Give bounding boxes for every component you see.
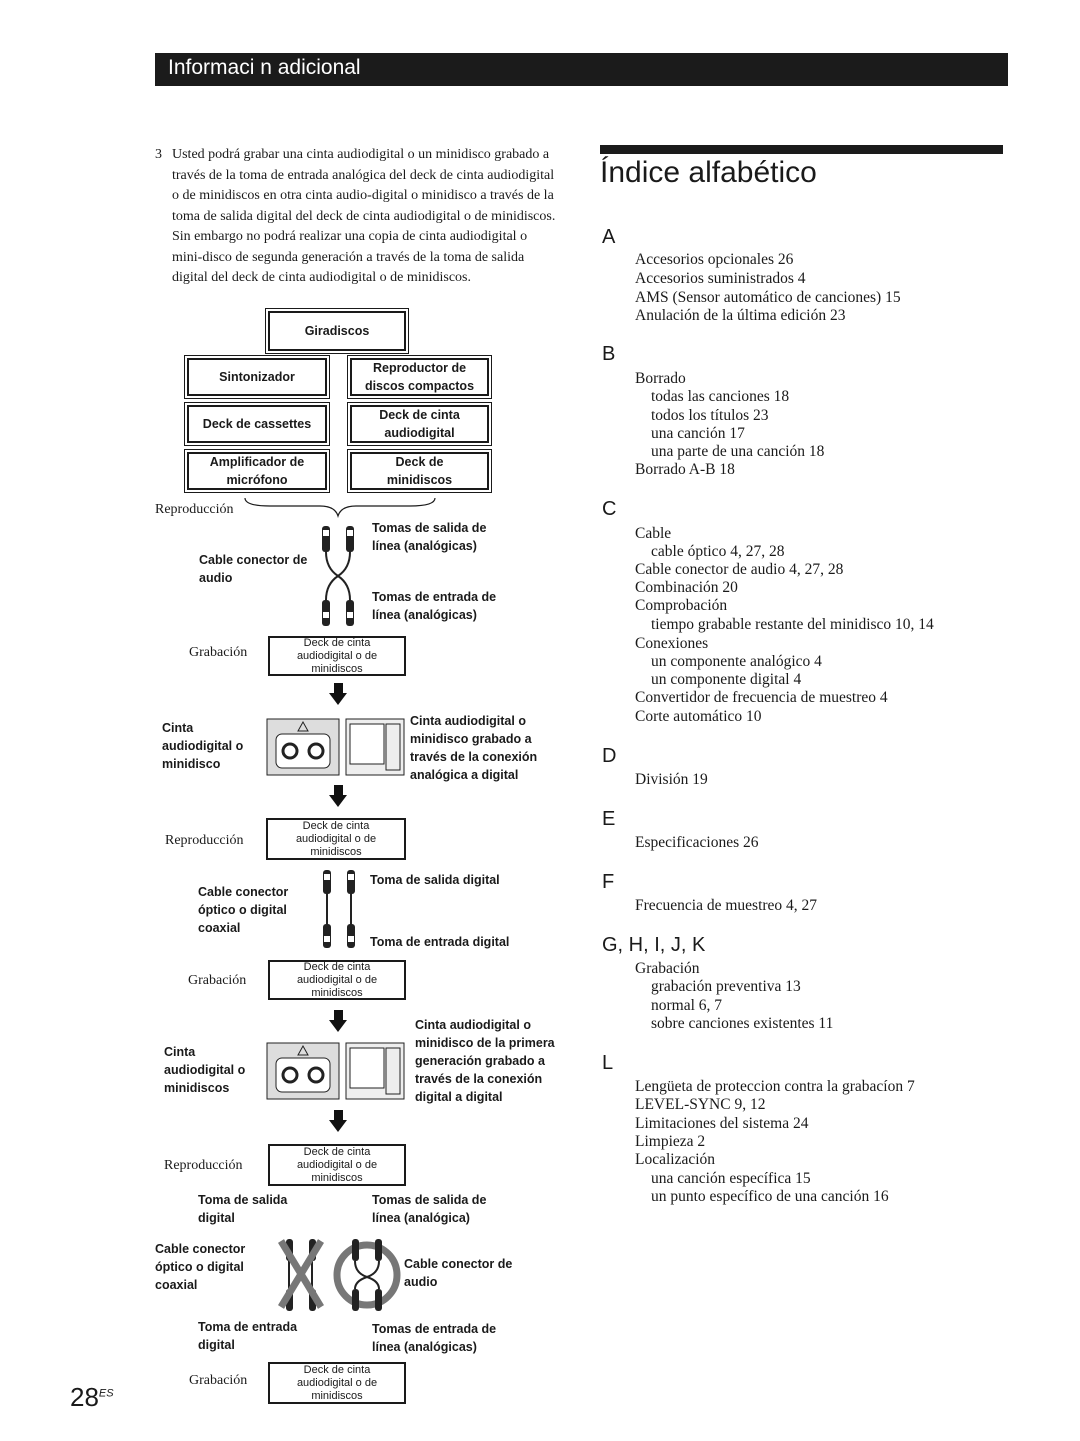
tomas-salida-label: Tomas de salida de línea (analógicas) bbox=[372, 521, 487, 553]
deck-md-box: Deck de cinta audiodigital o de minidisc… bbox=[268, 1362, 406, 1404]
index-entry: Comprobación bbox=[635, 597, 728, 614]
index-subentry: sobre canciones existentes 11 bbox=[651, 1015, 834, 1032]
index-letter: B bbox=[602, 343, 616, 365]
cassette-minidisc-icon bbox=[266, 718, 405, 776]
index-entry: Localización bbox=[635, 1151, 716, 1168]
index-subentry: tiempo grabable restante del minidisco 1… bbox=[651, 616, 934, 633]
bracket-icon bbox=[244, 497, 436, 518]
index-entry: LEVEL-SYNC 9, 12 bbox=[635, 1096, 766, 1113]
deck-cinta-audiodigital-box: Deck de cinta audiodigital bbox=[347, 402, 492, 446]
cinta-grabado-analogica-label: Cinta audiodigital o minidisco grabado a… bbox=[410, 714, 538, 782]
index-subentry: grabación preventiva 13 bbox=[651, 978, 801, 995]
section-title: Informaci n adicional bbox=[168, 56, 361, 79]
index-entry: Limitaciones del sistema 24 bbox=[635, 1115, 809, 1132]
tomas-salida-linea-label: Tomas de salida de línea (analógica) bbox=[372, 1193, 487, 1225]
cable-audio-label: Cable conector de audio bbox=[404, 1257, 513, 1289]
tomas-entrada-linea-label: Tomas de entrada de línea (analógicas) bbox=[372, 1322, 497, 1354]
index-entry: Corte automático 10 bbox=[635, 708, 762, 725]
reproductor-cd-box: Reproductor de discos compactos bbox=[347, 355, 492, 399]
index-title: Índice alfabético bbox=[600, 156, 817, 189]
toma-entrada-digital-label: Toma de entrada digital bbox=[370, 935, 510, 949]
deck-minidiscos-box: Deck de minidiscos bbox=[347, 449, 492, 493]
index-entry: Cable conector de audio 4, 27, 28 bbox=[635, 561, 844, 578]
index-entry: Lengüeta de proteccion contra la grabací… bbox=[635, 1078, 915, 1095]
grabacion-label: Grabación bbox=[189, 645, 248, 660]
cinta-o-minidisco-label: Cinta audiodigital o minidisco bbox=[162, 721, 244, 771]
cable-optico-label: Cable conector óptico o digital coaxial bbox=[155, 1242, 246, 1292]
note-number: 3 bbox=[155, 147, 162, 162]
index-entry: Accesorios suministrados 4 bbox=[635, 270, 806, 287]
page-suffix: ES bbox=[98, 1387, 114, 1400]
index-subentry: todas las canciones 18 bbox=[651, 388, 790, 405]
deck-md-box: Deck de cinta audiodigital o de minidisc… bbox=[268, 960, 406, 1000]
cable-audio-label: Cable conector de audio bbox=[199, 553, 308, 585]
index-letter: F bbox=[602, 871, 615, 893]
index-subentry: un componente analógico 4 bbox=[651, 653, 822, 670]
index-letter: C bbox=[602, 498, 617, 520]
index-entry: Borrado A-B 18 bbox=[635, 461, 735, 478]
index-entry: Accesorios opcionales 26 bbox=[635, 251, 794, 268]
index-entry: Conexiones bbox=[635, 635, 709, 652]
index-letter: G, H, I, J, K bbox=[602, 934, 706, 956]
index-entry: División 19 bbox=[635, 771, 708, 788]
cassette-minidisc-icon bbox=[266, 1042, 405, 1100]
grabacion-label: Grabación bbox=[188, 973, 247, 988]
index-entry: Especificaciones 26 bbox=[635, 834, 759, 851]
index-subentry: normal 6, 7 bbox=[651, 997, 723, 1014]
index-entry: Combinación 20 bbox=[635, 579, 738, 596]
index-letter: L bbox=[602, 1052, 614, 1074]
index-entry: Borrado bbox=[635, 370, 686, 387]
deck-md-box: Deck de cinta audiodigital o de minidisc… bbox=[268, 1144, 406, 1186]
index-entry: Convertidor de frecuencia de muestreo 4 bbox=[635, 689, 888, 706]
index-entry: Limpieza 2 bbox=[635, 1133, 706, 1150]
tomas-entrada-label: Tomas de entrada de línea (analógicas) bbox=[372, 590, 497, 622]
index-entry: AMS (Sensor automático de canciones) 15 bbox=[635, 289, 901, 306]
cinta-primera-generacion-label: Cinta audiodigital o minidisco de la pri… bbox=[415, 1018, 555, 1104]
sintonizador-box: Sintonizador bbox=[184, 355, 330, 399]
index-subentry: cable óptico 4, 27, 28 bbox=[651, 543, 785, 560]
giradiscos-box: Giradiscos bbox=[265, 308, 409, 354]
toma-salida-digital-label: Toma de salida digital bbox=[370, 873, 500, 887]
note-paragraph: Usted podrá grabar una cinta audiodigita… bbox=[172, 147, 556, 285]
index-subentry: un punto específico de una canción 16 bbox=[651, 1188, 889, 1205]
page-number: 28ES bbox=[70, 1382, 114, 1412]
toma-entrada-digital-label: Toma de entrada digital bbox=[198, 1320, 298, 1352]
index-entry: Anulación de la última edición 23 bbox=[635, 307, 846, 324]
down-arrow-icon bbox=[329, 693, 347, 705]
down-arrow-icon bbox=[329, 795, 347, 807]
index-entry: Grabación bbox=[635, 960, 700, 977]
deck-md-box: Deck de cinta audiodigital o de minidisc… bbox=[268, 636, 406, 676]
header-bar bbox=[155, 53, 1008, 86]
optical-cable-icon bbox=[323, 870, 355, 948]
grabacion-label: Grabación bbox=[189, 1373, 248, 1388]
index-rule bbox=[600, 145, 1003, 154]
index-entry: Cable bbox=[635, 525, 672, 542]
index-subentry: una parte de una canción 18 bbox=[651, 443, 825, 460]
index-subentry: una canción específica 15 bbox=[651, 1170, 811, 1187]
amplificador-microfono-box: Amplificador de micrófono bbox=[184, 449, 330, 493]
deck-cassettes-box: Deck de cassettes bbox=[184, 402, 330, 446]
reproduccion-label: Reproducción bbox=[164, 1158, 243, 1173]
reproduccion-label: Reproducción bbox=[165, 833, 244, 848]
analog-cable-icon bbox=[322, 526, 354, 626]
index-letter: E bbox=[602, 808, 616, 830]
down-arrow-icon bbox=[329, 1120, 347, 1132]
reproduccion-label: Reproducción bbox=[155, 502, 234, 517]
index-letter: D bbox=[602, 745, 617, 767]
toma-salida-digital-label: Toma de salida digital bbox=[198, 1193, 288, 1225]
cinta-o-minidiscos-label: Cinta audiodigital o minidiscos bbox=[164, 1045, 246, 1095]
deck-md-box: Deck de cinta audiodigital o de minidisc… bbox=[266, 818, 406, 860]
index-subentry: una canción 17 bbox=[651, 425, 745, 442]
index-entry: Frecuencia de muestreo 4, 27 bbox=[635, 897, 818, 914]
cable-optico-label: Cable conector óptico o digital coaxial bbox=[198, 885, 289, 935]
index-subentry: un componente digital 4 bbox=[651, 671, 802, 688]
index-letter: A bbox=[602, 226, 616, 248]
down-arrow-icon bbox=[329, 1020, 347, 1032]
index-subentry: todos los títulos 23 bbox=[651, 407, 769, 424]
crossed-out-connections-icon bbox=[278, 1239, 401, 1311]
